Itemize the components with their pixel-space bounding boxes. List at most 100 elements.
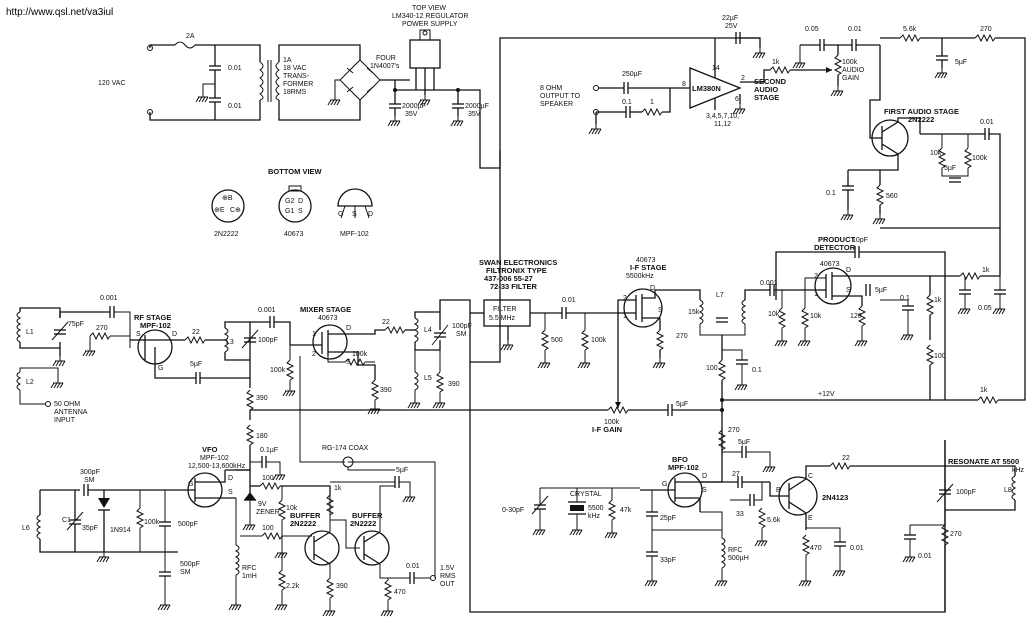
svg-text:33: 33 — [736, 511, 744, 518]
svg-text:G: G — [188, 481, 193, 488]
svg-text:100: 100 — [706, 365, 718, 372]
svg-text:1k: 1k — [980, 387, 988, 394]
svg-text:SM: SM — [180, 569, 191, 576]
pinout-40673-label: 40673 — [284, 231, 304, 238]
svg-text:OUT: OUT — [440, 581, 456, 588]
l2-coil — [16, 371, 22, 391]
svg-text:D: D — [846, 267, 851, 274]
svg-text:FILTRONIX TYPE: FILTRONIX TYPE — [486, 266, 547, 275]
svg-text:270: 270 — [980, 26, 992, 33]
svg-text:22: 22 — [842, 455, 850, 462]
transformer-primary — [259, 61, 264, 101]
svg-text:E: E — [808, 515, 813, 522]
svg-text:STAGE: STAGE — [754, 93, 779, 102]
svg-text:5.5 MHz: 5.5 MHz — [489, 315, 516, 322]
svg-text:C⊕: C⊕ — [230, 207, 241, 214]
svg-text:390: 390 — [380, 387, 392, 394]
svg-text:S: S — [298, 208, 303, 215]
svg-text:L4: L4 — [424, 327, 432, 334]
svg-text:100pF: 100pF — [258, 337, 278, 344]
svg-text:5.6k: 5.6k — [903, 26, 917, 33]
svg-text:5µF: 5µF — [875, 287, 887, 294]
svg-text:1k: 1k — [772, 59, 780, 66]
svg-text:560: 560 — [886, 193, 898, 200]
svg-text:40673: 40673 — [318, 315, 338, 322]
svg-text:2N2222: 2N2222 — [290, 519, 316, 528]
rf-stage-section: L1 75pF 0.001 270 RF STAGE MPF-102 S D G… — [16, 295, 278, 424]
svg-text:0.001: 0.001 — [258, 307, 276, 314]
svg-text:10k: 10k — [930, 150, 942, 157]
svg-text:270: 270 — [676, 333, 688, 340]
svg-text:35pF: 35pF — [82, 525, 98, 532]
svg-text:BFO: BFO — [672, 455, 688, 464]
buffer-transistor-1 — [304, 530, 340, 566]
bfo-section: 0-30pF CRYSTAL 5500 kHz 47k BFO MPF-102 … — [469, 362, 1025, 613]
product-detector-section: PRODUCT DETECTOR 40673 10pF 0.001 10k 2 … — [760, 228, 1007, 400]
svg-text:L2: L2 — [26, 379, 34, 386]
svg-text:RFC: RFC — [728, 547, 742, 554]
svg-text:SWAN ELECTRONICS: SWAN ELECTRONICS — [479, 258, 557, 267]
svg-text:5µF: 5µF — [955, 59, 967, 66]
svg-text:kHz: kHz — [588, 513, 601, 520]
svg-text:⊕E: ⊕E — [214, 207, 225, 214]
svg-text:250µF: 250µF — [622, 71, 642, 78]
svg-text:⊕B: ⊕B — [222, 195, 233, 202]
svg-text:G: G — [338, 211, 343, 218]
l8-coil — [1011, 475, 1017, 501]
svg-text:PRODUCT: PRODUCT — [818, 235, 856, 244]
xfmr-line-1: 1A — [283, 57, 292, 64]
pinout-2n2222 — [211, 189, 245, 223]
svg-text:ANTENNA: ANTENNA — [54, 409, 88, 416]
svg-text:2.2k: 2.2k — [286, 583, 300, 590]
svg-text:SECOND: SECOND — [754, 77, 787, 86]
xfmr-line-2: 18 VAC — [283, 65, 307, 72]
svg-text:120: 120 — [850, 313, 862, 320]
regulator-body — [409, 39, 441, 69]
bridge-rectifier — [339, 59, 381, 101]
mixer-mosfet — [312, 324, 348, 360]
svg-text:100k: 100k — [972, 155, 988, 162]
svg-text:100pF: 100pF — [452, 323, 472, 330]
svg-text:40673: 40673 — [636, 257, 656, 264]
svg-text:33pF: 33pF — [660, 557, 676, 564]
svg-text:270: 270 — [728, 427, 740, 434]
svg-text:0.01: 0.01 — [850, 545, 864, 552]
product-detector-mosfet — [814, 267, 852, 305]
svg-text:12,500-13,600kHz: 12,500-13,600kHz — [188, 463, 246, 470]
l4-coil — [413, 317, 419, 343]
svg-text:390: 390 — [336, 583, 348, 590]
svg-text:S: S — [346, 359, 351, 366]
svg-text:10k: 10k — [810, 313, 822, 320]
svg-text:1N914: 1N914 — [110, 527, 131, 534]
svg-text:470: 470 — [394, 589, 406, 596]
svg-text:RF STAGE: RF STAGE — [134, 313, 171, 322]
filter-section: SWAN ELECTRONICS FILTRONIX TYPE 437-006 … — [470, 258, 610, 369]
svg-text:AUDIO: AUDIO — [754, 85, 778, 94]
if-stage-mosfet — [623, 288, 663, 328]
svg-text:L1: L1 — [26, 329, 34, 336]
svg-text:100k: 100k — [352, 351, 368, 358]
svg-text:22µF: 22µF — [722, 15, 738, 22]
svg-text:50 OHM: 50 OHM — [54, 401, 80, 408]
svg-text:5µF: 5µF — [190, 361, 202, 368]
svg-text:G: G — [662, 481, 667, 488]
svg-text:25pF: 25pF — [660, 515, 676, 522]
xfmr-line-5: 18RMS — [283, 89, 307, 96]
svg-text:S: S — [702, 487, 707, 494]
buffer-transistor-2 — [354, 530, 390, 566]
svg-text:D: D — [346, 325, 351, 332]
svg-text:10k: 10k — [286, 505, 298, 512]
svg-text:40673: 40673 — [820, 261, 840, 268]
filter-cap-1: 2000µF — [402, 103, 426, 110]
svg-text:0.01: 0.01 — [980, 119, 994, 126]
svg-text:25V: 25V — [725, 23, 738, 30]
svg-text:kHz: kHz — [1012, 467, 1025, 474]
svg-text:2: 2 — [814, 273, 818, 280]
svg-text:437-006 55-27: 437-006 55-27 — [484, 274, 533, 283]
svg-text:L7: L7 — [716, 292, 724, 299]
svg-text:MIXER STAGE: MIXER STAGE — [300, 305, 351, 314]
svg-text:I-F STAGE: I-F STAGE — [630, 263, 667, 272]
reg-line-3: POWER SUPPLY — [402, 21, 458, 28]
svg-text:72-33 FILTER: 72-33 FILTER — [490, 282, 538, 291]
